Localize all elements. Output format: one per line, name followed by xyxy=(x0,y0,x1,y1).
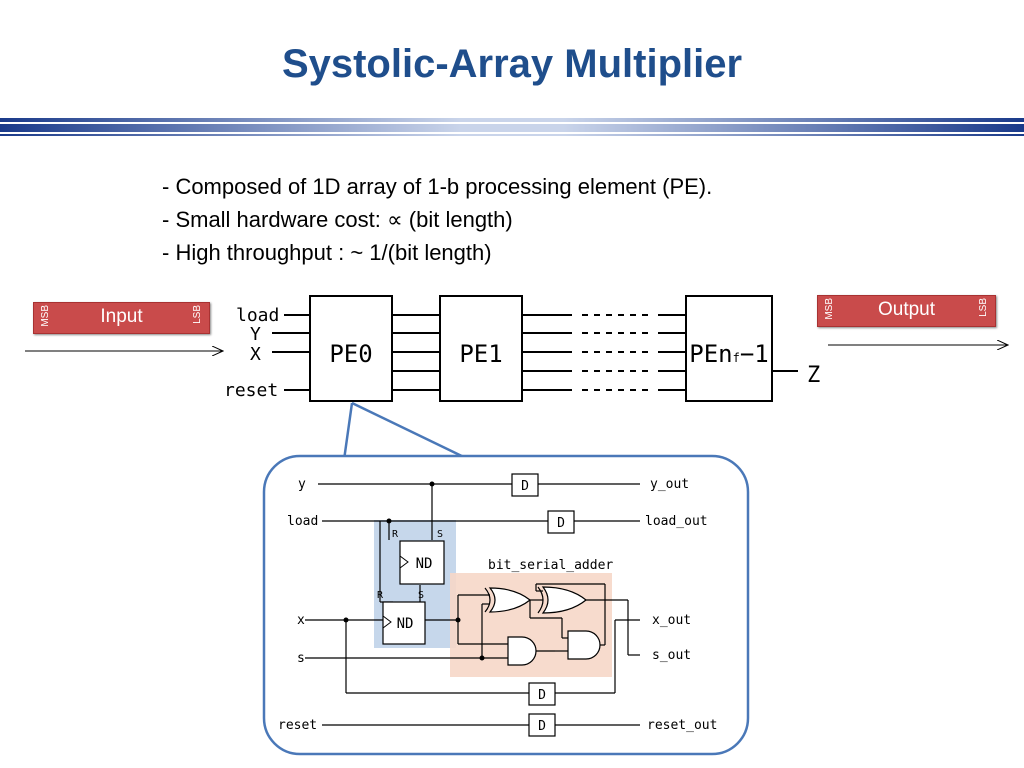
nd-label: ND xyxy=(397,616,414,632)
adder-label: bit_serial_adder xyxy=(488,558,613,573)
nd-latch-lower: ND R S xyxy=(377,590,426,645)
signal-x-label: X xyxy=(250,344,261,365)
d-label: D xyxy=(538,719,546,734)
detail-in-y: y xyxy=(298,477,306,492)
signal-y-label: Y xyxy=(250,324,261,345)
pe1-label: PE1 xyxy=(459,340,502,368)
xor-gate-2 xyxy=(537,586,587,614)
input-tag: MSB Input LSB xyxy=(33,302,210,334)
detail-out-load: load_out xyxy=(645,514,708,529)
output-lsb-label: LSB xyxy=(978,298,989,317)
pen-label-suffix: −1 xyxy=(740,340,769,368)
s-label: S xyxy=(418,590,424,601)
pe0-label: PE0 xyxy=(329,340,372,368)
and-gate-2 xyxy=(567,630,601,660)
d-label: D xyxy=(538,688,546,703)
pe1-box xyxy=(439,295,523,402)
d-label: D xyxy=(521,479,529,494)
output-tag: MSB Output LSB xyxy=(817,295,996,327)
output-label: Output xyxy=(877,299,936,320)
r-label: R xyxy=(377,590,384,601)
input-lsb-label: LSB xyxy=(192,305,203,324)
detail-out-s: s_out xyxy=(652,648,691,663)
r-label: R xyxy=(392,529,399,540)
slide-title: Systolic-Array Multiplier xyxy=(281,42,743,86)
detail-out-y: y_out xyxy=(650,477,689,492)
d-flipflop-reset: D xyxy=(528,713,556,737)
pen-box xyxy=(685,295,773,402)
title-divider-bar xyxy=(0,118,1024,136)
input-label: Input xyxy=(100,306,143,327)
pen-label-sub: f xyxy=(733,351,740,365)
signal-load-label: load xyxy=(236,305,279,326)
callout-pointer xyxy=(342,401,471,462)
svg-text:PEnf−1: PEnf−1 xyxy=(689,340,769,368)
d-label: D xyxy=(557,516,565,531)
xor-gate-1 xyxy=(484,587,531,613)
nd-label: ND xyxy=(416,556,433,572)
bullet-item: - Composed of 1D array of 1-b processing… xyxy=(162,174,713,199)
and-gate-1 xyxy=(507,636,537,666)
detail-in-load: load xyxy=(287,514,318,529)
detail-in-s: s xyxy=(297,651,305,666)
bullet-item: - Small hardware cost: ∝ (bit length) xyxy=(162,207,513,232)
d-flipflop-load: D xyxy=(547,510,575,534)
detail-out-reset: reset_out xyxy=(647,718,717,733)
d-flipflop-x: D xyxy=(528,682,556,706)
d-flipflop-y: D xyxy=(511,473,539,497)
pe0-box xyxy=(309,295,393,402)
bullet-list: - Composed of 1D array of 1-b processing… xyxy=(162,170,712,269)
signal-reset-label: reset xyxy=(224,380,278,401)
detail-out-x: x_out xyxy=(652,613,691,628)
nd-latch-upper: ND R S xyxy=(392,529,445,585)
detail-in-reset: reset xyxy=(278,718,317,733)
signal-z-label: Z xyxy=(807,363,820,388)
bullet-item: - High throughput : ~ 1/(bit length) xyxy=(162,240,492,265)
detail-in-x: x xyxy=(297,613,305,628)
pen-label-prefix: PEn xyxy=(689,340,732,368)
s-label: S xyxy=(437,529,443,540)
